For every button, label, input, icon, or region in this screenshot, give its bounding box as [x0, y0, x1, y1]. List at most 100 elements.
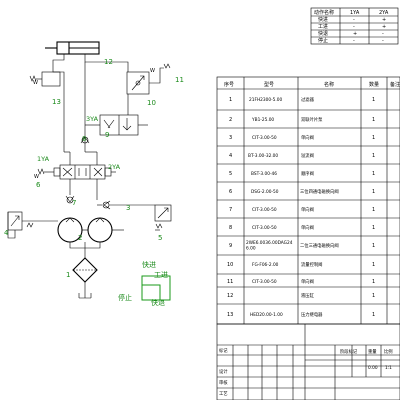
action-table-header-1ya: 1YA [350, 10, 360, 16]
action-row-1ya: - [353, 24, 355, 30]
parts-cell-model: BT-3.00-32.00 [248, 153, 278, 159]
check-valve-3 [97, 200, 155, 210]
title-label-stage: 阶段标记 [340, 348, 358, 355]
parts-header-remark: 备注 [390, 81, 400, 88]
parts-cell-index: 13 [227, 312, 233, 318]
component-number: 5 [158, 234, 162, 242]
table-row: 1 21FH2300-5.00 过滤器 1 [229, 96, 375, 103]
parts-cell-model: CIT-3.00-50 [252, 135, 277, 141]
parts-cell-model: FG-F06-2.00 [252, 262, 279, 268]
parts-cell-qty: 1 [372, 207, 375, 213]
parts-cell-model: CIT-3.00-50 [252, 225, 277, 231]
component-number: 6 [36, 181, 41, 189]
solenoid-label-1ya: 1YA [37, 155, 50, 163]
cycle-diagram: 快进 工进 快退 停止 [118, 260, 171, 307]
title-left-label: 设计 [219, 368, 228, 375]
table-row: 12 液压缸 1 [227, 292, 375, 299]
hydraulic-circuit: 1 2 3 4 5 6 7 8 9 10 11 12 13 1YA 2YA 3Y… [4, 41, 184, 299]
component-number: 1 [66, 271, 70, 279]
component-number: 3 [126, 204, 130, 212]
parts-header-index: 序号 [224, 81, 234, 88]
parts-cell-index: 12 [227, 293, 233, 299]
action-row-2ya: + [382, 24, 386, 30]
component-number: 9 [105, 131, 109, 139]
parts-cell-name: 单向阀 [301, 134, 314, 141]
table-row: 11 CIT-3.00-50 单向阀 1 [227, 278, 375, 285]
title-block: 阶段标记 重量 比例 0.00 1:1 标记 设计 审核 工艺 [216, 323, 400, 400]
action-row-name: 快退 [318, 30, 328, 37]
parts-cell-qty: 1 [372, 262, 375, 268]
parts-cell-name: 单向阀 [301, 224, 314, 231]
parts-cell-model: BST-3.00-46 [251, 171, 277, 177]
component-number: 13 [52, 98, 61, 106]
parts-cell-index: 10 [227, 262, 233, 268]
parts-cell-index: 1 [229, 97, 232, 103]
parts-table: 序号 型号 名称 数量 备注 1 21FH2300-5.00 过滤器 1 2 Y… [216, 76, 400, 325]
cylinder-12 [45, 41, 100, 55]
parts-cell-index: 4 [229, 153, 232, 159]
parts-cell-name: 压力继电器 [301, 311, 323, 318]
title-left-label: 审核 [219, 379, 228, 386]
action-table-header-2ya: 2YA [379, 10, 389, 16]
parts-cell-index: 7 [229, 207, 232, 213]
title-label-weight: 重量 [368, 348, 377, 355]
parts-cell-name: 过滤器 [301, 96, 315, 103]
parts-cell-qty: 1 [372, 293, 375, 299]
title-label-scale: 比例 [384, 348, 393, 355]
table-row: 13 HED20.00-1.00 压力继电器 1 [227, 311, 375, 318]
parts-cell-qty: 1 [372, 279, 375, 285]
table-row: 3 CIT-3.00-50 单向阀 1 [229, 134, 375, 141]
parts-cell-qty: 1 [372, 117, 375, 123]
solenoid-valve-6 [37, 164, 116, 180]
action-row-name: 工进 [318, 23, 328, 30]
table-row: 7 CIT-3.00-50 单向阀 1 [229, 206, 375, 213]
relief-valve-4 [7, 211, 58, 239]
pressure-relay-13 [29, 71, 61, 87]
table-row: 6 DSG-2.00-50 三位四通电磁换向阀 1 [229, 188, 375, 195]
title-left-label: 标记 [219, 347, 228, 354]
parts-cell-name: 单向阀 [301, 278, 314, 285]
solenoid-label-3ya: 3YA [86, 115, 99, 123]
action-row-2ya: - [382, 38, 384, 44]
parts-cell-qty: 1 [372, 97, 375, 103]
action-row-name: 快进 [318, 16, 328, 23]
parts-cell-model: CIT-3.00-50 [252, 207, 277, 213]
component-number: 4 [4, 229, 9, 237]
filter-1 [72, 257, 98, 299]
parts-cell-name: 顺序阀 [301, 170, 314, 177]
flow-control-valve-10 [126, 63, 171, 95]
parts-cell-model: 21FH2300-5.00 [249, 97, 282, 103]
check-valve-7 [65, 195, 75, 204]
cycle-label-stop: 停止 [118, 293, 132, 302]
parts-cell-name: 二位三通电磁换向阀 [300, 242, 339, 249]
parts-cell-index: 5 [229, 171, 232, 177]
action-row-1ya: - [353, 38, 355, 44]
parts-cell-qty: 1 [372, 135, 375, 141]
sequence-valve-5 [154, 204, 172, 231]
parts-cell-index: 2 [229, 117, 232, 123]
parts-cell-model: HED20.00-1.00 [250, 312, 283, 318]
valve-spring-letter: W [34, 174, 39, 180]
parts-cell-index: 8 [229, 225, 232, 231]
title-scale-value: 1:1 [385, 365, 392, 371]
cycle-label-fast-forward: 快进 [142, 260, 156, 269]
parts-cell-name: 流量控制阀 [301, 261, 322, 268]
parts-cell-name: 溢流阀 [301, 152, 314, 159]
valve-spring-letter: W [150, 68, 155, 74]
action-row-1ya: + [353, 31, 357, 37]
action-row-1ya: - [353, 17, 355, 23]
component-number: 11 [175, 76, 184, 84]
parts-cell-name: 双联叶片泵 [301, 116, 323, 123]
cycle-label-fast-return: 快退 [151, 298, 165, 307]
table-row: 2 YB1-25.00 双联叶片泵 1 [229, 116, 375, 123]
component-number: 10 [147, 99, 156, 107]
parts-cell-model: YB1-25.00 [251, 117, 274, 123]
valve-spring-letter: W [33, 80, 38, 86]
parts-header-model: 型号 [264, 81, 274, 88]
solenoid-label-2ya: 2YA [108, 163, 121, 171]
parts-cell-index: 3 [229, 135, 232, 141]
component-number: 2 [78, 234, 82, 242]
